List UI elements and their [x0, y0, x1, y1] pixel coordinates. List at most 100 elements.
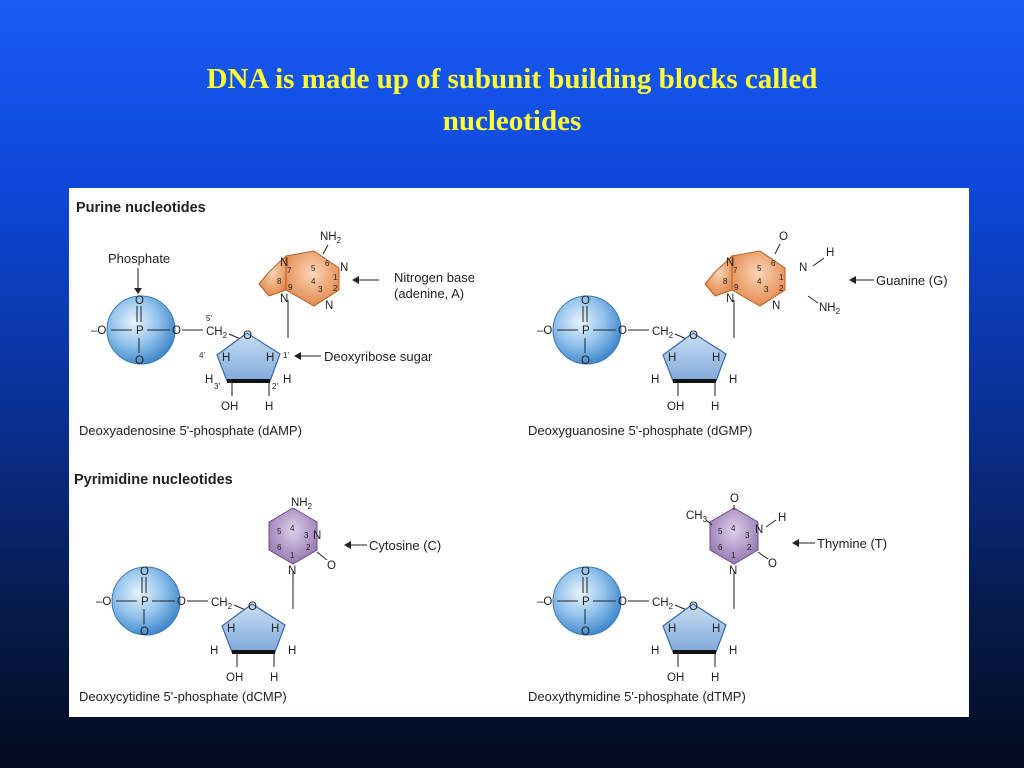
- deoxyribose-sugar-label: Deoxyribose sugar: [324, 349, 433, 364]
- svg-text:N: N: [325, 300, 333, 312]
- svg-text:5: 5: [277, 527, 282, 536]
- cytosine-base: [268, 507, 318, 565]
- svg-text:H: H: [288, 645, 296, 657]
- nucleotide-diagram: Purine nucleotides Pyrimidine nucleotide…: [74, 200, 948, 704]
- phosphorus-atom: P: [136, 325, 144, 337]
- svg-text:N: N: [729, 565, 737, 577]
- svg-text:H: H: [668, 623, 676, 635]
- svg-text:N: N: [340, 262, 348, 274]
- ch2-group: CH2: [652, 326, 674, 340]
- svg-text:O: O: [689, 601, 698, 613]
- dcmp-molecule: P O O –O O CH2 O H H H H OH H NH2 N N O …: [79, 497, 441, 704]
- svg-text:7: 7: [287, 266, 292, 275]
- hydrogen-atom: H: [266, 352, 274, 364]
- svg-text:P: P: [582, 596, 590, 608]
- hydrogen-atom: H: [205, 374, 213, 386]
- svg-text:3: 3: [304, 531, 309, 540]
- hydroxyl-group: OH: [226, 672, 243, 684]
- ch2-group: CH2: [211, 597, 233, 611]
- carbon-2-prime-label: 2': [272, 382, 278, 391]
- slide-title: DNA is made up of subunit building block…: [0, 58, 1024, 142]
- svg-text:4: 4: [757, 277, 762, 286]
- hydroxyl-group: OH: [667, 672, 684, 684]
- svg-text:H: H: [826, 247, 834, 259]
- svg-text:H: H: [711, 672, 719, 684]
- svg-text:5: 5: [718, 527, 723, 536]
- svg-text:5: 5: [311, 264, 316, 273]
- svg-text:H: H: [712, 623, 720, 635]
- svg-text:N: N: [726, 293, 734, 305]
- phosphate-group: [111, 566, 181, 636]
- svg-text:8: 8: [277, 277, 282, 286]
- svg-text:O: O: [177, 596, 186, 608]
- phosphate-label: Phosphate: [108, 251, 170, 266]
- svg-text:N: N: [288, 565, 296, 577]
- phosphate-group: [552, 295, 622, 365]
- svg-text:O: O: [248, 601, 257, 613]
- dtmp-caption: Deoxythymidine 5'-phosphate (dTMP): [528, 689, 746, 704]
- svg-text:O: O: [581, 626, 590, 638]
- guanine-label: Guanine (G): [876, 273, 948, 288]
- amino-group: NH2: [320, 231, 342, 245]
- dtmp-molecule: P O O –O O CH2 O H H H H OH H O CH3 N H …: [528, 493, 887, 704]
- damp-molecule: Phosphate P O O –O O 5' CH2 O 4' 1' 3' 2…: [79, 231, 475, 438]
- svg-text:H: H: [271, 623, 279, 635]
- svg-text:5: 5: [757, 264, 762, 273]
- deoxyribose-ring: [662, 603, 727, 653]
- adenine-base: [285, 250, 340, 307]
- svg-text:O: O: [618, 325, 627, 337]
- pyrimidine-section-header: Pyrimidine nucleotides: [74, 472, 233, 488]
- svg-text:–O: –O: [537, 325, 552, 337]
- svg-text:O: O: [140, 626, 149, 638]
- svg-text:H: H: [729, 374, 737, 386]
- svg-text:1: 1: [731, 551, 736, 560]
- svg-text:–O: –O: [537, 596, 552, 608]
- thymine-label: Thymine (T): [817, 536, 887, 551]
- svg-text:8: 8: [723, 277, 728, 286]
- svg-text:O: O: [689, 330, 698, 342]
- oxygen-atom: O: [135, 355, 144, 367]
- svg-text:4: 4: [311, 277, 316, 286]
- svg-text:2: 2: [306, 543, 311, 552]
- svg-text:N: N: [313, 530, 321, 542]
- phosphate-group: [552, 566, 622, 636]
- svg-text:6: 6: [771, 259, 776, 268]
- svg-text:7: 7: [733, 266, 738, 275]
- svg-text:O: O: [618, 596, 627, 608]
- svg-text:N: N: [280, 293, 288, 305]
- cytosine-label: Cytosine (C): [369, 538, 441, 553]
- guanine-base: [731, 250, 786, 307]
- hydroxyl-group: OH: [667, 401, 684, 413]
- carbon-5-prime-label: 5': [206, 314, 212, 323]
- hydrogen-atom: H: [222, 352, 230, 364]
- oxygen-atom: O: [172, 325, 181, 337]
- svg-text:P: P: [582, 325, 590, 337]
- slide-title-line-1: DNA is made up of subunit building block…: [206, 63, 818, 95]
- oxygen-atom: O: [135, 295, 144, 307]
- deoxyribose-ring: [662, 332, 727, 382]
- svg-text:O: O: [768, 558, 777, 570]
- svg-text:–O: –O: [96, 596, 111, 608]
- amino-group: NH2: [819, 302, 841, 316]
- svg-text:1: 1: [779, 273, 784, 282]
- svg-text:6: 6: [718, 543, 723, 552]
- dgmp-molecule: P O O –O O CH2 O H H H H OH H O H NH2 N …: [528, 231, 948, 438]
- deoxyribose-ring: [221, 603, 286, 653]
- svg-text:O: O: [779, 231, 788, 243]
- svg-text:H: H: [711, 401, 719, 413]
- deoxyribose-ring: [216, 332, 281, 382]
- svg-text:P: P: [141, 596, 149, 608]
- damp-caption: Deoxyadenosine 5'-phosphate (dAMP): [79, 423, 302, 438]
- carbon-3-prime-label: 3': [214, 382, 220, 391]
- svg-text:N: N: [280, 257, 288, 269]
- svg-text:O: O: [730, 493, 739, 505]
- svg-text:9: 9: [288, 283, 293, 292]
- svg-text:2: 2: [779, 284, 784, 293]
- hydroxyl-group: OH: [221, 401, 238, 413]
- ch2-group: CH2: [652, 597, 674, 611]
- amino-group: NH2: [291, 497, 313, 511]
- dcmp-caption: Deoxycytidine 5'-phosphate (dCMP): [79, 689, 287, 704]
- svg-text:H: H: [668, 352, 676, 364]
- svg-text:O: O: [581, 295, 590, 307]
- hydrogen-atom: H: [265, 401, 273, 413]
